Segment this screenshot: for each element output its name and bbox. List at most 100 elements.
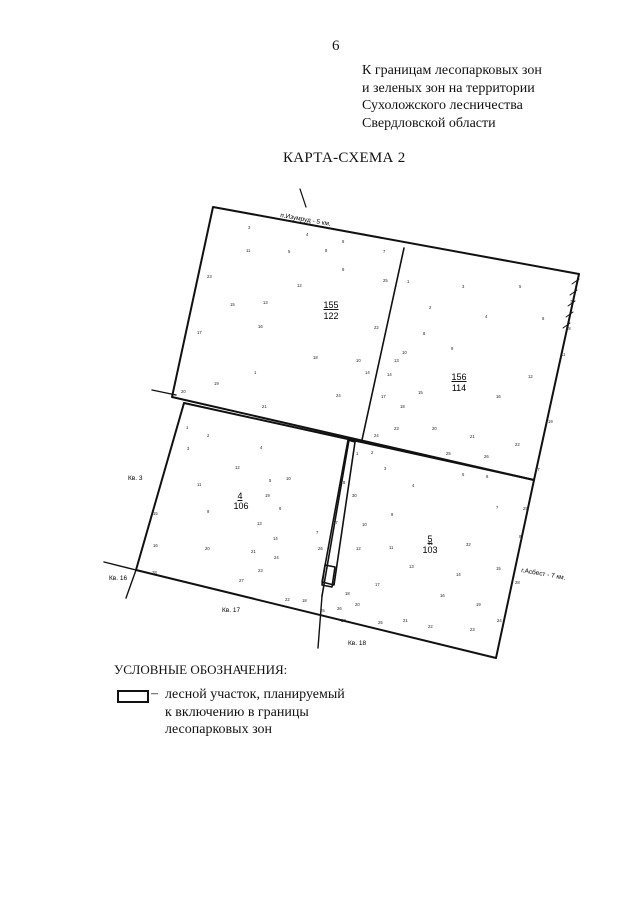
plot-number: 20 [181,389,186,394]
plot-number: 14 [387,372,392,377]
plot-number: 19 [265,493,270,498]
direction-pointer-north [299,188,307,208]
plot-number: 5 [288,249,291,254]
header-note-line: Сухоложского лесничества [362,98,523,113]
map-title: КАРТА-СХЕМА 2 [283,150,406,166]
plot-number: 28 [152,570,157,575]
plot-number: 23 [258,568,263,573]
plot-number: 16 [258,324,263,329]
highlighted-forest-plot-end [321,564,336,588]
plot-number: 31 [428,541,433,546]
plot-number: 2 [429,305,432,310]
plot-number: 2 [207,433,210,438]
plot-number: 18 [345,591,350,596]
plot-number: 4 [485,314,488,319]
neighbor-quarter-18: Кв. 18 [348,640,366,647]
legend-description: лесной участок, планируемый к включению … [165,686,345,739]
plot-number: 12 [356,546,361,551]
plot-number: 6 [486,474,489,479]
quarter-5-number: 5 [427,534,432,544]
quarter-line-south-west [125,569,137,599]
lower-block-boundary [135,402,535,659]
legend-description-line: к включению в границы [165,704,309,720]
plot-number: 3 [248,225,251,230]
page-number: 6 [332,38,340,54]
plot-number: 22 [285,597,290,602]
plot-number: 9 [451,346,454,351]
plot-number: 15 [153,511,158,516]
header-note: К границам лесопарковых зон и зеленых зо… [362,62,542,132]
quarter-4-area: 106 [233,501,248,511]
plot-number: 13 [409,564,414,569]
plot-number: 25 [383,278,388,283]
plot-number: 25 [378,620,383,625]
plot-number: 28 [566,326,571,331]
plot-number: 18 [400,404,405,409]
plot-number: 26 [318,546,323,551]
plot-number: 15 [418,390,423,395]
plot-number: 21 [470,434,475,439]
plot-number: 24 [274,555,279,560]
plot-number: 11 [389,545,394,550]
plot-number: 26 [337,606,342,611]
plot-number: 4 [260,445,263,450]
plot-number: 21 [251,549,256,554]
plot-number: 9 [207,509,210,514]
plot-number: 13 [394,358,399,363]
plot-number: 3 [384,466,387,471]
plot-number: 27 [239,578,244,583]
plot-number: 16 [440,593,445,598]
upper-block-boundary [171,206,580,481]
direction-label-north: п.Изумруд - 5 км. [280,212,332,228]
plot-number: 5 [462,472,465,477]
plot-number: 13 [257,521,262,526]
plot-number: 15 [230,302,235,307]
plot-number: 7 [383,249,386,254]
plot-number: 11 [197,482,202,487]
plot-number: 1 [407,279,410,284]
plot-number: 1 [186,425,189,430]
plot-number: 7 [496,505,499,510]
plot-number: 24 [374,433,379,438]
plot-number: 26 [484,454,489,459]
quarter-4-number: 4 [237,491,242,501]
plot-number: 28 [515,580,520,585]
east-edge-hatching [562,278,580,329]
plot-number: 16 [496,394,501,399]
quarter-156-area: 114 [452,383,466,393]
quarter-line-sw [103,561,137,571]
plot-number: 5 [269,478,272,483]
plot-number: 18 [302,598,307,603]
plot-number: 8 [343,480,346,485]
plot-number: 14 [365,370,370,375]
plot-number: 22 [515,442,520,447]
quarter-155-area: 122 [323,311,338,321]
neighbor-quarter-3: Кв. 3 [128,475,143,482]
plot-number: 13 [263,300,268,305]
neighbor-quarter-16: Кв. 16 [109,575,127,582]
plot-number: 7 [316,530,319,535]
plot-number: 23 [470,627,475,632]
quarter-line-south [317,595,323,649]
plot-number: 24 [497,618,502,623]
plot-number: 12 [528,374,533,379]
plot-number: 8 [423,331,426,336]
plot-number: 19 [214,381,219,386]
plot-number: 23 [207,274,212,279]
legend-title: УСЛОВНЫЕ ОБОЗНАЧЕНИЯ: [114,662,288,677]
highlighted-forest-plot [321,439,356,586]
legend-description-line: лесопарковых зон [165,722,273,737]
plot-number: 20 [355,602,360,607]
plot-number: 15 [496,566,501,571]
plot-number: 19 [476,602,481,607]
plot-number: 20 [205,546,210,551]
quarter-155-number: 155 [323,300,338,310]
plot-number: 1 [356,451,359,456]
quarter-line-west [151,389,177,396]
plot-number: 24 [336,393,341,398]
plot-number: 9 [342,267,345,272]
boundary-4-5 [321,439,350,597]
plot-number: 11 [561,352,566,357]
legend-description-line: лесной участок, планируемый [165,687,345,702]
